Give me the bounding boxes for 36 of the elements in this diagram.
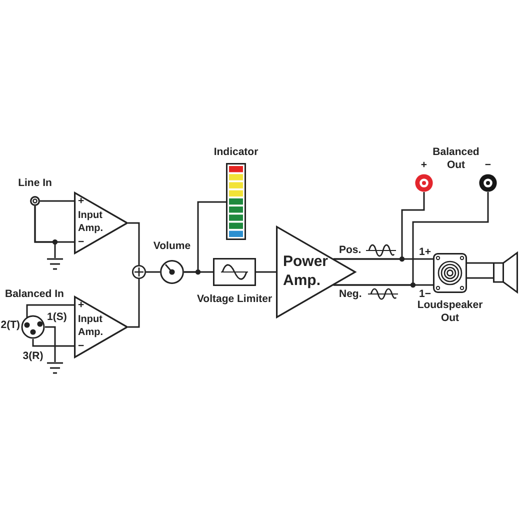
amplifier-label: Input Amp. <box>78 209 103 235</box>
wire <box>146 271 160 273</box>
wire <box>128 222 140 265</box>
connector-label: Balanced In <box>5 288 64 300</box>
polarity-sign: − <box>78 236 84 248</box>
pin-label: 1+ <box>419 246 431 258</box>
polarity-sign: + <box>78 299 84 311</box>
connector-label: Line In <box>18 177 52 189</box>
output-label: Balanced Out <box>432 146 480 172</box>
wire <box>45 326 56 362</box>
pin-label: 3(R) <box>22 350 44 362</box>
pin-label: 1(S) <box>47 311 67 323</box>
pin-label: 2(T) <box>0 319 20 331</box>
wire <box>184 201 226 273</box>
amplifier-label: Input Amp. <box>78 313 103 339</box>
wire <box>34 206 56 258</box>
wire <box>32 339 74 347</box>
block-label: Voltage Limiter <box>196 293 272 305</box>
wire <box>40 200 74 202</box>
polarity-sign: + <box>78 195 84 207</box>
connector-label: Loudspeaker Out <box>417 299 483 325</box>
wire <box>26 304 74 318</box>
polarity-sign: − <box>78 340 84 352</box>
wire <box>128 279 140 328</box>
meter-label: Indicator <box>214 146 258 158</box>
amplifier-label: Power Amp. <box>283 252 328 290</box>
wire <box>256 271 276 273</box>
polarity-sign: + <box>420 159 428 171</box>
wire <box>333 192 489 286</box>
knob-label: Volume <box>153 240 191 252</box>
wire <box>466 262 494 279</box>
pin-label: 1− <box>419 288 431 300</box>
edge-label: Neg. <box>339 288 362 300</box>
polarity-sign: − <box>484 159 492 171</box>
edge-label: Pos. <box>339 244 362 256</box>
wire <box>333 192 425 260</box>
